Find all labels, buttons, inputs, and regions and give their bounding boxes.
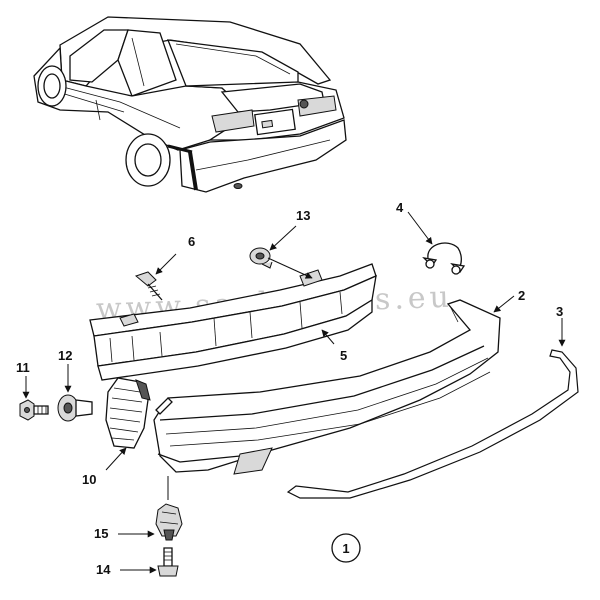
callout-3: 3: [556, 304, 563, 319]
part-14-screw: [157, 547, 179, 577]
callout-12: 12: [58, 348, 72, 363]
leader-lines: [22, 211, 566, 574]
part-3-seal-strip: [286, 349, 579, 499]
callout-10: 10: [82, 472, 96, 487]
car-illustration: [33, 16, 347, 193]
callout-1: 1: [342, 541, 349, 556]
callout-4: 4: [396, 200, 404, 215]
part-4-clip: [422, 242, 466, 275]
callout-13: 13: [296, 208, 310, 223]
callout-11: 11: [16, 360, 30, 375]
group-number-circle: [331, 533, 361, 563]
callout-6: 6: [188, 234, 195, 249]
part-13-grommet: [249, 247, 273, 269]
part-10-side-bracket: [105, 377, 151, 449]
part-11-bolt: [19, 399, 49, 421]
callout-14: 14: [96, 562, 111, 577]
part-12-nut: [57, 394, 93, 422]
callout-15: 15: [94, 526, 108, 541]
part-2-rear-bumper-cover: [153, 299, 501, 475]
callout-2: 2: [518, 288, 525, 303]
part-15-expanding-nut: [155, 503, 183, 541]
part-5-bumper-reinforcement: [89, 263, 377, 381]
callout-5: 5: [340, 348, 347, 363]
part-6-screw: [134, 271, 163, 301]
